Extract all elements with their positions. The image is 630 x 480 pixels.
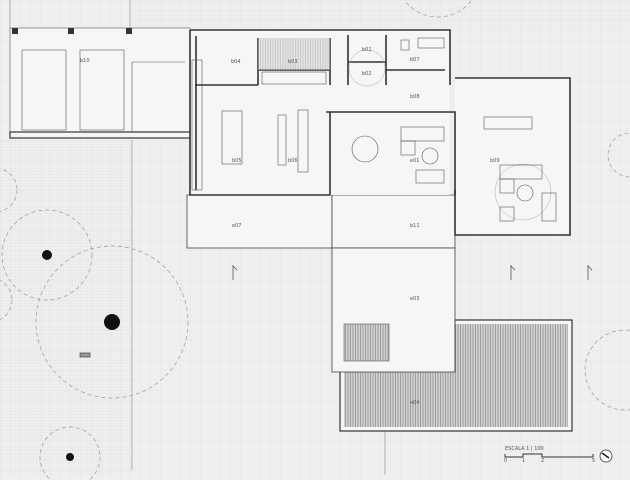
room-label: b11 [410,223,420,229]
tree-icon [35,245,189,399]
room-label: b02 [362,71,372,77]
garden-lawn [0,140,132,475]
room-label: b05 [232,158,242,164]
room-label: 5 [592,458,595,464]
room-label: b06 [288,158,298,164]
section-marker-icon [79,265,593,358]
room-label: b09 [490,158,500,164]
room-label: 1 [522,458,525,464]
room-label: e03 [410,296,419,302]
room-label: e07 [232,223,241,229]
tree-icon [1,209,93,301]
tree-icon [39,426,101,480]
room-label: e01 [410,158,419,164]
room-label: 2 [541,458,544,464]
room-label: b10 [80,58,90,64]
room-label: b08 [410,94,420,100]
room-label: b07 [410,57,420,63]
patio-b10: b10 [9,27,191,139]
room-label: e04 [410,400,419,406]
room-label: 0 [504,458,507,464]
house [189,29,571,236]
scale-bar: ESCALA 1 | 100 0 1 2 5 [504,446,613,464]
room-labels: b04 b03 b01 b02 b07 b08 b05 b06 e01 b09 … [231,47,500,406]
room-label: b01 [362,47,372,53]
north-arrow-icon [599,449,613,463]
room-label: b04 [231,59,241,65]
room-label: ESCALA 1 | 100 [505,446,544,452]
room-label: b03 [288,59,298,65]
